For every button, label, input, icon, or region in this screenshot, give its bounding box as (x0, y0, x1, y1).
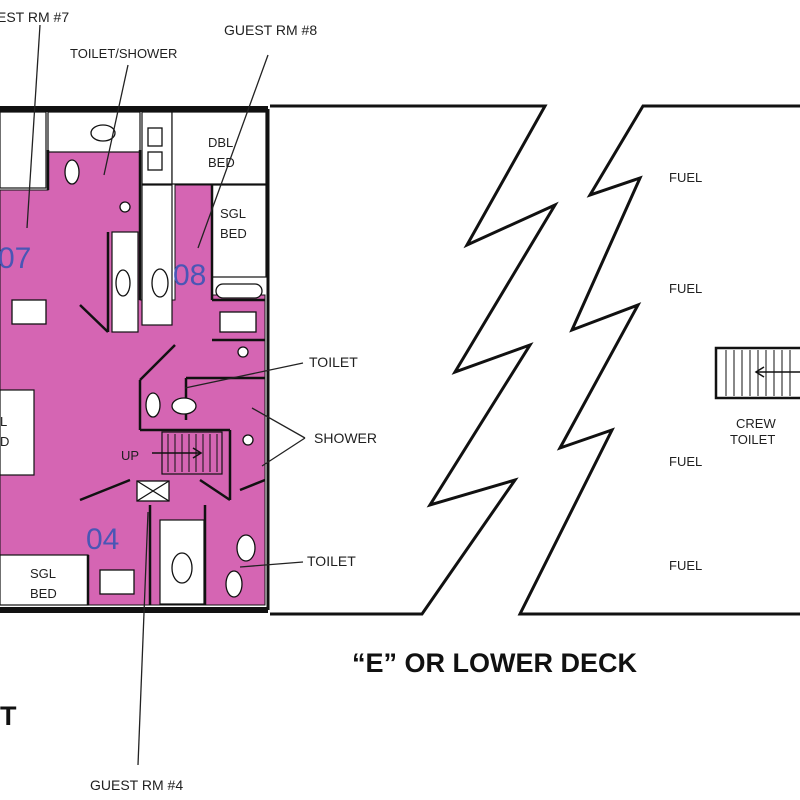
dbl-bed-label-1: DBL (208, 135, 233, 150)
fuel-label: FUEL (669, 281, 702, 296)
leader-shower-b (261, 437, 306, 467)
toilet-icon (171, 397, 197, 415)
label-toilet-lower: TOILET (307, 553, 356, 569)
deck-title: “E” OR LOWER DECK (352, 648, 638, 678)
fuel-label: FUEL (669, 454, 702, 469)
top-rooms (0, 111, 267, 606)
fuel-label: FUEL (669, 170, 702, 185)
leader-toilet-lower (239, 561, 304, 568)
leader-guest-rm-4 (137, 511, 149, 766)
room-number-08: 08 (173, 259, 206, 292)
vent-icon (147, 127, 163, 147)
shower-icon (119, 201, 131, 213)
sgl-bed-top-label-2: BED (220, 226, 247, 241)
leader-toilet-upper (184, 362, 304, 389)
stairs-up (152, 434, 218, 472)
toilet-icon (225, 570, 243, 598)
shower-icon (237, 346, 249, 358)
vent-icon (147, 151, 163, 171)
crew-toilet-label-2: TOILET (730, 432, 775, 447)
leader-lines (26, 24, 306, 766)
bed-left (0, 389, 35, 476)
left-bed-label-2: D (0, 434, 9, 449)
room-number-04: 04 (86, 523, 119, 556)
label-toilet-upper: TOILET (309, 354, 358, 370)
sink-icon (99, 569, 135, 595)
sgl-bed-bottom-label-2: BED (30, 586, 57, 601)
wardrobe-08 (141, 111, 173, 185)
leader-guest-rm-8 (197, 54, 269, 249)
leader-guest-rm-7 (26, 24, 41, 229)
sink-icon (236, 534, 256, 562)
sgl-bed-bottom-label-1: SGL (30, 566, 56, 581)
label-guest-rm-4: GUEST RM #4 (90, 777, 183, 793)
label-guest-rm-7: EST RM #7 (0, 9, 69, 25)
label-toilet-shower: TOILET/SHOWER (70, 46, 177, 61)
fuel-tanks (270, 104, 800, 616)
leader-toilet-shower (103, 64, 129, 176)
fixture-glyphs (11, 124, 263, 598)
sink-icon (90, 124, 116, 142)
left-top-room (0, 111, 47, 189)
fuel-tank-left (270, 104, 559, 616)
label-guest-rm-8: GUEST RM #8 (224, 22, 317, 38)
crew-toilet-label-1: CREW (736, 416, 776, 431)
shower-icon (242, 434, 254, 446)
sink-icon (151, 268, 169, 298)
sink-icon (219, 311, 257, 333)
stairs-up-label: UP (121, 448, 139, 463)
toilet-icon (64, 159, 80, 185)
sgl-bed-top-label-1: SGL (220, 206, 246, 221)
fuel-tank-right (517, 104, 800, 616)
vanity-08 (141, 184, 173, 326)
left-bed-label-1: L (0, 414, 7, 429)
sink-icon (115, 269, 131, 297)
crew-toilet-stairs (714, 346, 800, 400)
hull-walls (0, 106, 270, 613)
toilet-icon (145, 392, 161, 418)
left-deck-title-fragment: T (0, 701, 17, 731)
label-shower: SHOWER (314, 430, 377, 446)
sink-icon (11, 299, 47, 325)
fuel-label: FUEL (669, 558, 702, 573)
sink-icon (171, 552, 193, 584)
leader-shower-a (251, 407, 306, 439)
sgl-bed-top (211, 184, 267, 278)
tub-icon (215, 283, 263, 299)
room-number-07: 07 (0, 242, 31, 275)
sgl-bed-bottom (0, 554, 89, 606)
dbl-bed-label-2: BED (208, 155, 235, 170)
labels: EST RM #7 TOILET/SHOWER GUEST RM #8 07 0… (0, 9, 776, 793)
